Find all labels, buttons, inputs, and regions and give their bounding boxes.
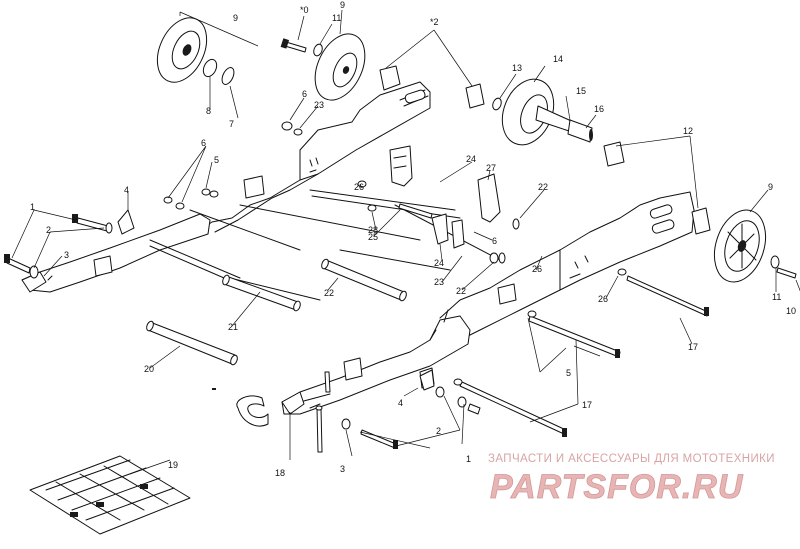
callout-26-right: 26 [532, 264, 542, 274]
callout-23-lower: 23 [434, 277, 444, 287]
callout-11-top: 11 [332, 13, 341, 23]
callout-28: 28 [368, 225, 378, 235]
idler-wheel-right [713, 209, 767, 283]
tubes [146, 258, 407, 366]
callout-4-left: 4 [124, 185, 129, 195]
callout-24-top: 24 [466, 154, 476, 164]
callout-17-right: 17 [688, 342, 698, 352]
cross-shafts [149, 189, 501, 301]
callout-10-top: *0 [300, 5, 309, 15]
callout-25: 25 [368, 232, 378, 242]
idler-wheel-top-middle [314, 33, 366, 101]
callout-1-left: 1 [30, 202, 35, 212]
bearing-and-ring [202, 58, 235, 85]
watermark-tagline: ЗАПЧАСТИ И АКСЕССУАРЫ ДЛЯ МОТОТЕХНИКИ [488, 453, 775, 465]
brackets [93, 65, 711, 389]
callout-27: 27 [486, 163, 496, 173]
callout-labels: 9 *0 11 9 *2 13 14 15 16 8 7 6 23 12 6 5… [30, 0, 796, 478]
callout-2-left: 2 [46, 225, 51, 235]
callout-3-lower: 3 [340, 464, 345, 474]
watermark-logo-text: PARTSFOR.RU [490, 468, 744, 506]
slide-part-19 [29, 455, 191, 535]
callout-1-lower: 1 [466, 454, 471, 464]
callout-20: 20 [144, 364, 154, 374]
callout-9-top-left: 9 [233, 13, 238, 23]
idler-wheel-top-left [156, 17, 208, 83]
callout-14: 14 [553, 54, 563, 64]
callout-9-right: 9 [768, 182, 773, 192]
callout-2-top: *2 [430, 17, 439, 27]
right-rail [199, 81, 431, 233]
callout-13: 13 [512, 63, 522, 73]
callout-26-middle: 26 [354, 182, 364, 192]
callout-26-lower-right: 26 [598, 294, 608, 304]
callout-8: 8 [206, 106, 211, 116]
callout-24-lower: 24 [434, 258, 444, 268]
callout-23-top: 23 [314, 100, 324, 110]
callout-4-lower: 4 [398, 398, 403, 408]
callout-22-middle: 22 [456, 286, 466, 296]
callout-5-left: 5 [214, 155, 219, 165]
fasteners [4, 38, 797, 453]
callout-6-top: 6 [302, 89, 307, 99]
callout-9-top-middle: 9 [340, 0, 345, 10]
callout-10-right: 10 [786, 306, 796, 316]
callout-6-left: 6 [201, 138, 206, 148]
callout-22-lower: 22 [324, 288, 334, 298]
large-wheel-and-axle [501, 78, 593, 146]
callout-21: 21 [228, 322, 238, 332]
callout-18: 18 [275, 468, 285, 478]
callout-5-lower: 5 [566, 368, 571, 378]
watermark-logo: PARTSFOR.RU [490, 468, 744, 506]
callout-16: 16 [594, 104, 604, 114]
callout-11-right: 11 [772, 292, 781, 302]
callout-19: 19 [168, 460, 178, 470]
callout-2-lower: 2 [436, 426, 441, 436]
callout-22-right: 22 [538, 182, 548, 192]
callout-7: 7 [229, 119, 234, 129]
lower-rail [281, 309, 471, 415]
callout-6-middle: 6 [492, 236, 497, 246]
callout-17-lower: 17 [582, 400, 592, 410]
callout-3-left: 3 [64, 250, 69, 260]
leader-lines [11, 9, 800, 475]
callout-15: 15 [576, 86, 586, 96]
callout-12: 12 [683, 126, 693, 136]
right-front-rail [439, 191, 695, 341]
left-rail [21, 213, 211, 293]
